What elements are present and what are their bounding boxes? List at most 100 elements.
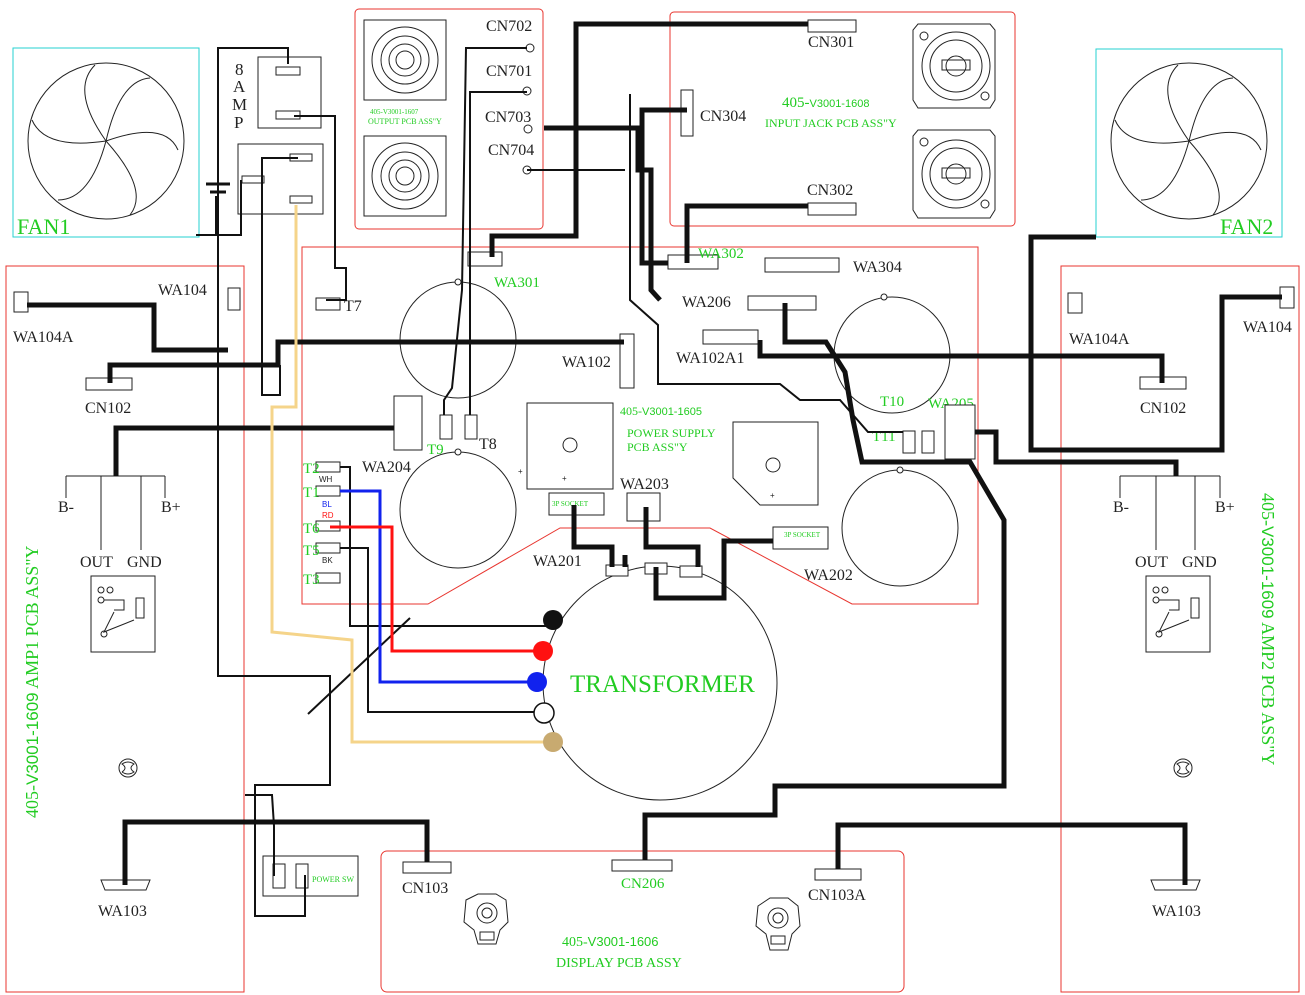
wire-tag-bk: BK [322,556,333,565]
bridge-rectifier-1: + + [518,402,614,490]
wa102-connector [619,333,635,389]
cn704-label: CN704 [488,142,534,159]
svg-text:+: + [562,474,567,483]
blue-wire [340,489,530,684]
terminal-white [533,702,555,724]
transformer-label: TRANSFORMER [570,671,755,698]
wa205-connector [944,404,976,460]
output-pcb-part: 405-V3001-1607 [370,108,419,116]
power-sw-label: POWER SW [312,875,354,884]
power-pcb-name-1: POWER SUPPLY [627,426,716,440]
terminal-blue [527,672,547,692]
fan1-blades [31,64,179,216]
terminal-t2: T2 [303,461,320,477]
input-jack-2 [912,129,996,219]
display-pcb-part: 405-V3001-1606 [562,934,659,950]
wa104-left-label: WA104 [158,282,207,299]
wa102-label: WA102 [562,354,611,371]
output-board-outline [354,8,544,230]
power-switch: POWER SW [262,855,359,897]
amp2-pcb: WA104A WA104 CN102 B- B+ OUT GND WA103 4… [1067,286,1295,920]
fuse-letter-8: 8 [235,60,244,79]
fuse-holder: 8 A M P [232,56,322,132]
cn206-label: CN206 [621,876,665,892]
input-jack-1 [912,23,996,109]
wa104-right-label: WA104 [1243,319,1292,336]
output-pcb: 405-V3001-1607 OUTPUT PCB ASS"Y CN702 CN… [363,18,535,217]
wa104a-right-label: WA104A [1069,331,1130,348]
t7-label: T7 [344,298,362,315]
amp1-board-outline [5,265,245,993]
cn702-label: CN702 [486,18,532,35]
display-pcb-name: DISPLAY PCB ASSY [556,956,682,971]
fan2-blades [1114,64,1262,216]
fuse-letter-m: M [232,95,247,114]
svg-text:+: + [518,467,523,476]
wa103-left-label: WA103 [98,903,147,920]
terminal-black [543,610,563,630]
cn701-label: CN701 [486,63,532,80]
amp2-pcb-label: 405-V3001-1609 AMP2 PCB ASS"Y [1258,493,1278,766]
terminal-t6: T6 [303,521,320,537]
terminal-t3: T3 [303,572,320,588]
cn102-left-label: CN102 [85,400,131,417]
power-pcb: + + + 405-V3001-1605 POWER SUPPLY PCB AS… [303,246,976,588]
display-knob-1 [463,893,509,945]
cn102-right-label: CN102 [1140,400,1186,417]
amp1-b-plus: B+ [161,499,181,516]
wire-tag-wh: WH [319,475,333,484]
wire-harnesses [27,21,1282,885]
wa301-connector [467,251,503,267]
cn103a-label: CN103A [808,887,866,904]
amp2-b-minus: B- [1113,499,1129,516]
cn302-label: CN302 [807,182,853,199]
svg-text:+: + [770,491,775,500]
fan1-label: FAN1 [17,214,70,239]
wa206-label: WA206 [682,294,731,311]
wa203-label: WA203 [620,476,669,493]
terminal-red [533,641,553,661]
amp1-out: OUT [80,554,113,571]
terminal-t1: T1 [303,485,320,501]
bridge-rectifier-2: + [732,421,819,506]
wa302-label: WA302 [698,246,744,262]
fan2-label: FAN2 [1220,214,1273,239]
fuse-letter-a: A [233,77,246,96]
wa304-connector [764,257,840,273]
amp1-pcb-label: 405-V3001-1609 AMP1 PCB ASS"Y [22,545,42,818]
amp1-b-minus: B- [58,499,74,516]
amp2-gnd: GND [1182,554,1217,571]
terminal-strip: T2 T1 T6 T5 T3 WH BL RD BK [303,461,341,588]
input-pcb: 405-V3001-1608 INPUT JACK PCB ASS"Y CN30… [680,19,996,219]
wa104a-left-label: WA104A [13,329,74,346]
transformer-terminals [527,610,563,752]
wa204-connector [393,395,423,451]
fan1: FAN1 [12,47,200,239]
red-wire [330,525,538,653]
amp2-b-plus: B+ [1215,499,1235,516]
input-pcb-name: INPUT JACK PCB ASS"Y [765,116,897,130]
t8-label: T8 [479,436,497,453]
output-pcb-name: OUTPUT PCB ASS"Y [368,117,442,126]
cn703-label: CN703 [485,109,531,126]
ac-inlet [206,143,324,215]
socket-2-label: 3P SOCKET [784,531,821,539]
wa103-right-label: WA103 [1152,903,1201,920]
power-board-outline [301,246,979,605]
amp1-pcb: WA104A WA104 CN102 B- B+ OUT GND WA103 4… [13,282,241,920]
speaker-jack-2 [363,135,447,217]
filter-cap-2 [399,451,517,569]
wa202-label: WA202 [804,567,853,584]
display-knob-2 [755,897,801,951]
wa301-label: WA301 [494,275,540,291]
speaker-jack-1 [363,19,447,101]
fan2: FAN2 [1095,48,1283,239]
socket-1-label: 3P SOCKET [552,500,589,508]
amp2-out: OUT [1135,554,1168,571]
cn304-label: CN304 [700,108,746,125]
power-pcb-name-2: PCB ASS"Y [627,440,688,454]
terminal-tan [543,732,563,752]
wire-tag-rd: RD [322,511,334,520]
amp2-board-outline [1060,265,1300,993]
